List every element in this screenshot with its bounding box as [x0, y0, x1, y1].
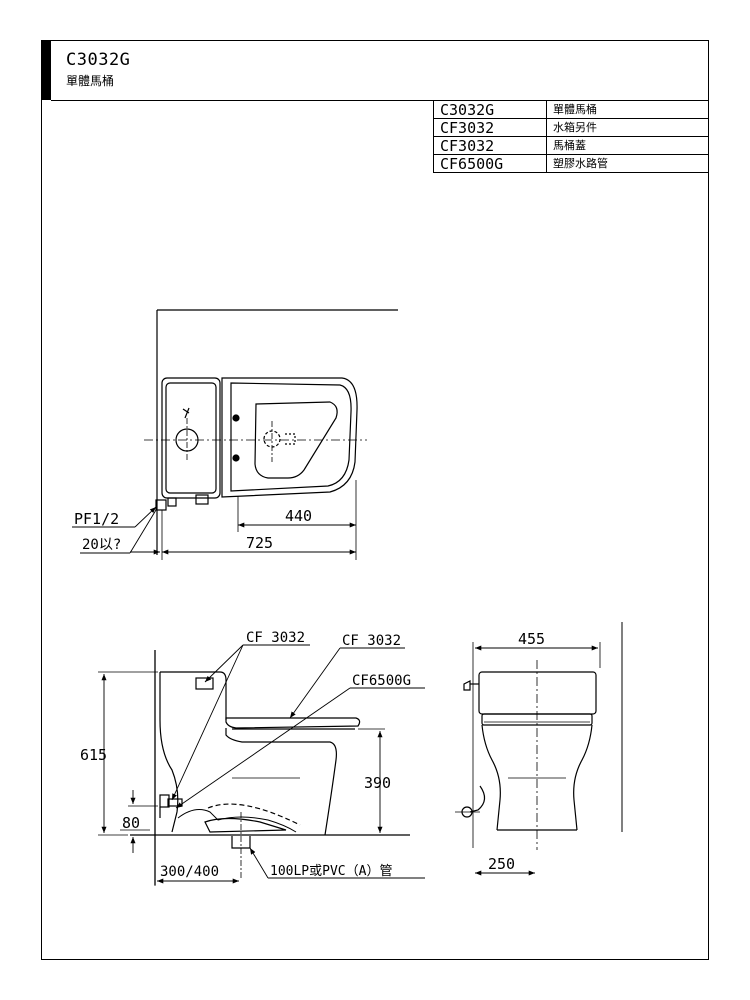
- flush-lever-handle: [463, 680, 471, 691]
- flush-button: [195, 677, 214, 690]
- callout-tank-parts: CF 3032: [246, 630, 305, 646]
- title-block-rule: [51, 100, 709, 101]
- seat-lid: [225, 717, 361, 729]
- tank-back-profile: [159, 672, 179, 833]
- leader-line: [289, 647, 341, 719]
- tank-outline: [161, 377, 221, 499]
- tank-inner-outline: [165, 382, 217, 494]
- supply-valve: [155, 499, 167, 511]
- tank-bolt: [195, 494, 209, 505]
- dimension-label-rough-in: 300/400: [160, 864, 219, 880]
- dimension-label-80: 80: [122, 814, 140, 832]
- part-name: 塑膠水路管: [546, 154, 709, 173]
- trapway-hidden-line: [207, 803, 301, 826]
- drawing-frame: [41, 40, 709, 960]
- dimension-label-250: 250: [488, 855, 515, 873]
- tank-outline: [478, 671, 597, 715]
- dimension-label-440: 440: [285, 507, 312, 525]
- bowl-front-profile: [225, 728, 337, 836]
- inlet-thread-label: PF1/2: [74, 510, 119, 528]
- dimension-label-455: 455: [518, 630, 545, 648]
- trapway-outline: [177, 809, 297, 833]
- callout-seat: CF 3032: [342, 633, 401, 649]
- leader-line: [134, 506, 157, 528]
- hinge-bolt: [232, 454, 240, 462]
- dimension-label-615: 615: [80, 746, 107, 764]
- bowl-opening: [254, 401, 338, 479]
- model-description: 單體馬桶: [66, 74, 115, 88]
- dimension-label-725: 725: [246, 534, 273, 552]
- outlet-flange: [204, 817, 287, 833]
- part-code: CF6500G: [433, 154, 547, 173]
- drain-pipe-note: 100LP或PVC（A）管: [270, 864, 392, 879]
- leader-line: [249, 847, 269, 879]
- leader-line: [175, 687, 351, 809]
- side-view: [98, 644, 425, 886]
- angle-valve: [159, 794, 170, 808]
- top-view: [72, 309, 398, 560]
- jet-outline: [285, 433, 296, 445]
- bowl-right-profile: [573, 724, 593, 831]
- leader-line: [129, 509, 157, 554]
- tank-outline: [160, 671, 227, 720]
- bowl-outline: [221, 377, 358, 498]
- flush-button-icon: [182, 407, 190, 419]
- parts-table: C3032G 單體馬桶 CF3032 水箱另件 CF3032 馬桶蓋 CF650…: [433, 100, 709, 173]
- hinge-bolt: [232, 414, 240, 422]
- valve-fitting: [167, 497, 177, 507]
- title-block-bar: [41, 40, 51, 100]
- front-view: [455, 622, 623, 876]
- bowl-left-profile: [481, 724, 501, 831]
- callout-water-pipe: CF6500G: [352, 673, 411, 689]
- supply-hose: [469, 785, 486, 813]
- parts-row: C3032G 單體馬桶: [433, 100, 709, 119]
- seat-outline: [230, 382, 352, 492]
- model-number: C3032G: [66, 50, 131, 70]
- inlet-height-note: 20以?: [82, 537, 121, 553]
- dimension-label-390: 390: [364, 774, 391, 792]
- leader-line: [204, 644, 244, 683]
- leader-line: [171, 644, 244, 801]
- parts-row: CF6500G 塑膠水路管: [433, 154, 709, 173]
- part-name: 單體馬桶: [546, 100, 709, 119]
